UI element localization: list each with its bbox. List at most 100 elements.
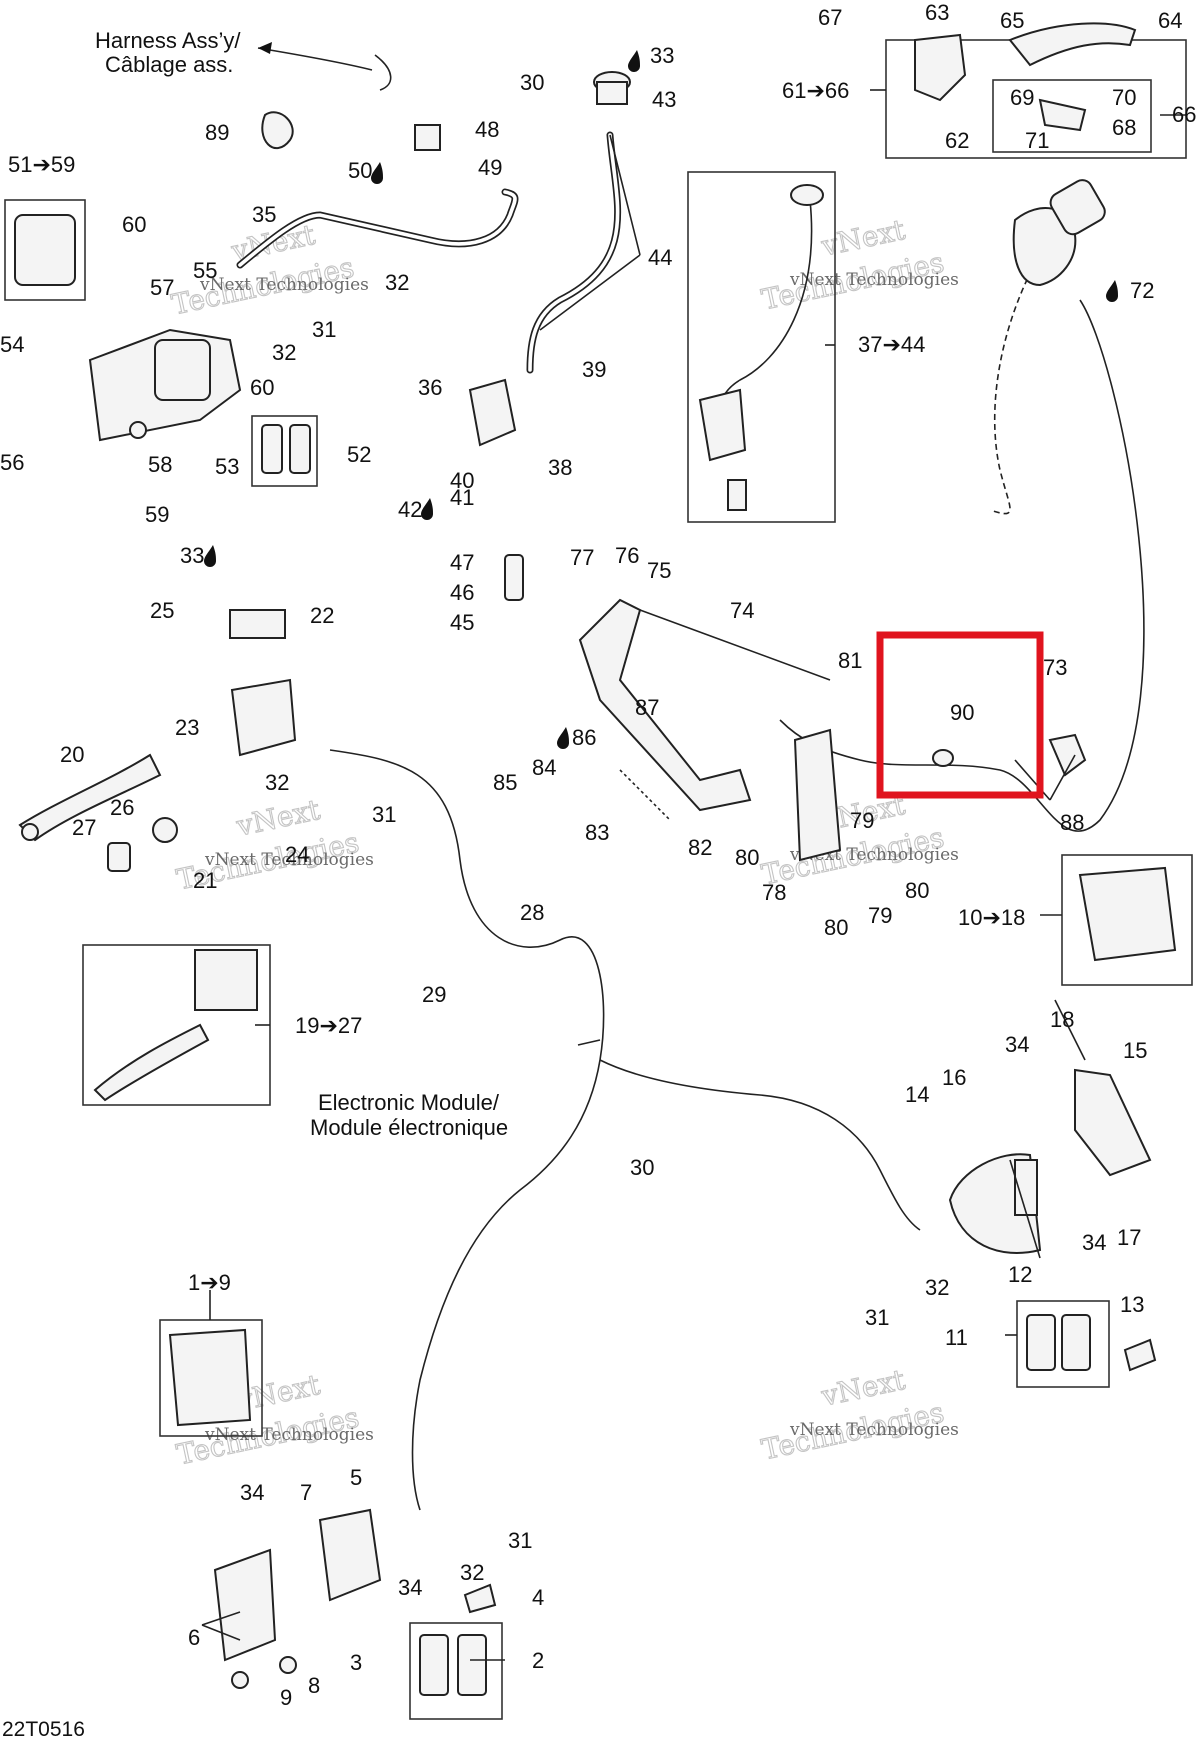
part-label: 28: [520, 900, 544, 925]
part-label: 69: [1010, 85, 1034, 110]
part-label: 24: [285, 842, 309, 867]
part-label: 77: [570, 545, 594, 570]
part-label: 16: [942, 1065, 966, 1090]
bushing-27: [107, 842, 131, 872]
part-label: 34: [398, 1575, 422, 1600]
harness-arrow-icon: [258, 42, 272, 54]
leader-88: [1014, 754, 1076, 801]
part-label: 87: [635, 695, 659, 720]
part-label: 78: [762, 880, 786, 905]
part-label: 31: [312, 317, 336, 342]
part-label: 9: [280, 1685, 292, 1710]
part-label: 55: [193, 258, 217, 283]
switch-48: [414, 124, 441, 151]
master-cylinder-body: [230, 678, 297, 757]
part-label: 76: [615, 543, 639, 568]
pad-kit-frame-11: [1016, 1300, 1110, 1388]
part-label: 32: [385, 270, 409, 295]
part-label: 7: [300, 1480, 312, 1505]
bottom-caliper-group: [159, 1319, 503, 1720]
brake-pad-52b: [289, 424, 311, 474]
leader-12: [1009, 1159, 1041, 1259]
part-label: 34: [1082, 1230, 1106, 1255]
part-label: 79: [850, 808, 874, 833]
highlight-box-part-90: [876, 631, 1044, 799]
part-label: 12: [1008, 1262, 1032, 1287]
right-grip-72: [1012, 179, 1106, 287]
reservoir-43: [596, 81, 628, 105]
inset-lever: [93, 1023, 210, 1102]
part-label: 56: [0, 450, 24, 475]
part-label: 6: [188, 1625, 200, 1650]
part-label: 63: [925, 0, 949, 25]
caliper-body-53: [154, 339, 211, 401]
part-label: 71: [1025, 128, 1049, 153]
part-label: 51➔59: [8, 152, 75, 177]
part-label: 49: [478, 155, 502, 180]
watermarks: vNext Technologies vNext Technologies vN…: [168, 212, 959, 1472]
lever-housing-63: [914, 33, 967, 102]
part-label: 72: [1130, 278, 1154, 303]
reservoir-cover-22: [229, 609, 286, 639]
callout-harness-line1: Harness Ass’y/: [95, 28, 241, 53]
master-cylinder-38: [468, 378, 517, 447]
leader-lines: [201, 47, 1186, 1661]
part-label: 30: [630, 1155, 654, 1180]
fluid-drop-icon: [557, 727, 569, 749]
part-label: 42: [398, 497, 422, 522]
part-label: 81: [838, 648, 862, 673]
part-label: 32: [265, 770, 289, 795]
grip: [1049, 179, 1106, 236]
fluid-drop-icons: [204, 50, 1118, 749]
part-label: 20: [60, 742, 84, 767]
part-label: 14: [905, 1082, 929, 1107]
part-label: 79: [868, 903, 892, 928]
master-cylinder-inset-37-44: [687, 171, 836, 523]
front-master-cylinder-group: [18, 609, 297, 872]
caliper-assy-51-59: [4, 199, 318, 487]
electronic-module-leader: [577, 1039, 601, 1046]
bushing-8: [279, 1656, 297, 1674]
part-label: 36: [418, 375, 442, 400]
part-label: 34: [1005, 1032, 1029, 1057]
part-label: 80: [905, 878, 929, 903]
part-label: 18: [1050, 1007, 1074, 1032]
brake-pad-52a: [261, 424, 283, 474]
part-label: 61➔66: [782, 78, 849, 103]
part-label: 3: [350, 1650, 362, 1675]
part-label: 37➔44: [858, 332, 925, 357]
right-caliper-group: [948, 1068, 1157, 1388]
part-label: 10➔18: [958, 905, 1025, 930]
part-label: 11: [945, 1325, 968, 1350]
watermark-small: vNext Technologies: [789, 270, 959, 290]
parking-lever-68: [1038, 98, 1087, 132]
inset-frame-10-18: [1061, 854, 1193, 986]
part-label: 44: [648, 245, 672, 270]
part-label: 15: [1123, 1038, 1147, 1063]
part-label: 57: [150, 275, 174, 300]
part-label: 2: [532, 1648, 544, 1673]
inset-caliper: [1078, 866, 1177, 962]
part-label: 48: [475, 117, 499, 142]
pad-kit-frame-52: [251, 415, 318, 487]
clip-88: [1048, 733, 1087, 777]
caliper-piston-12: [1014, 1159, 1038, 1216]
pin-9: [231, 1671, 249, 1689]
part-label: 66: [1172, 102, 1196, 127]
part-label: 65: [1000, 8, 1024, 33]
part-label: 53: [215, 454, 239, 479]
part-label: 8: [308, 1673, 320, 1698]
part-label: 80: [735, 845, 759, 870]
inset-frame-37-44: [687, 171, 836, 523]
fluid-drop-icon: [421, 498, 433, 520]
hoses: [236, 131, 1145, 1511]
part-label: 39: [582, 357, 606, 382]
part-label: 40: [450, 468, 474, 493]
part-label: 30: [520, 70, 544, 95]
watermark-small: vNext Technologies: [789, 1420, 959, 1440]
watermark-small: vNext Technologies: [204, 1425, 374, 1445]
caliper-inset-10-18: [1061, 854, 1193, 986]
callout-module-line2: Module électronique: [310, 1115, 508, 1140]
inset-master-cylinder: [698, 388, 747, 462]
